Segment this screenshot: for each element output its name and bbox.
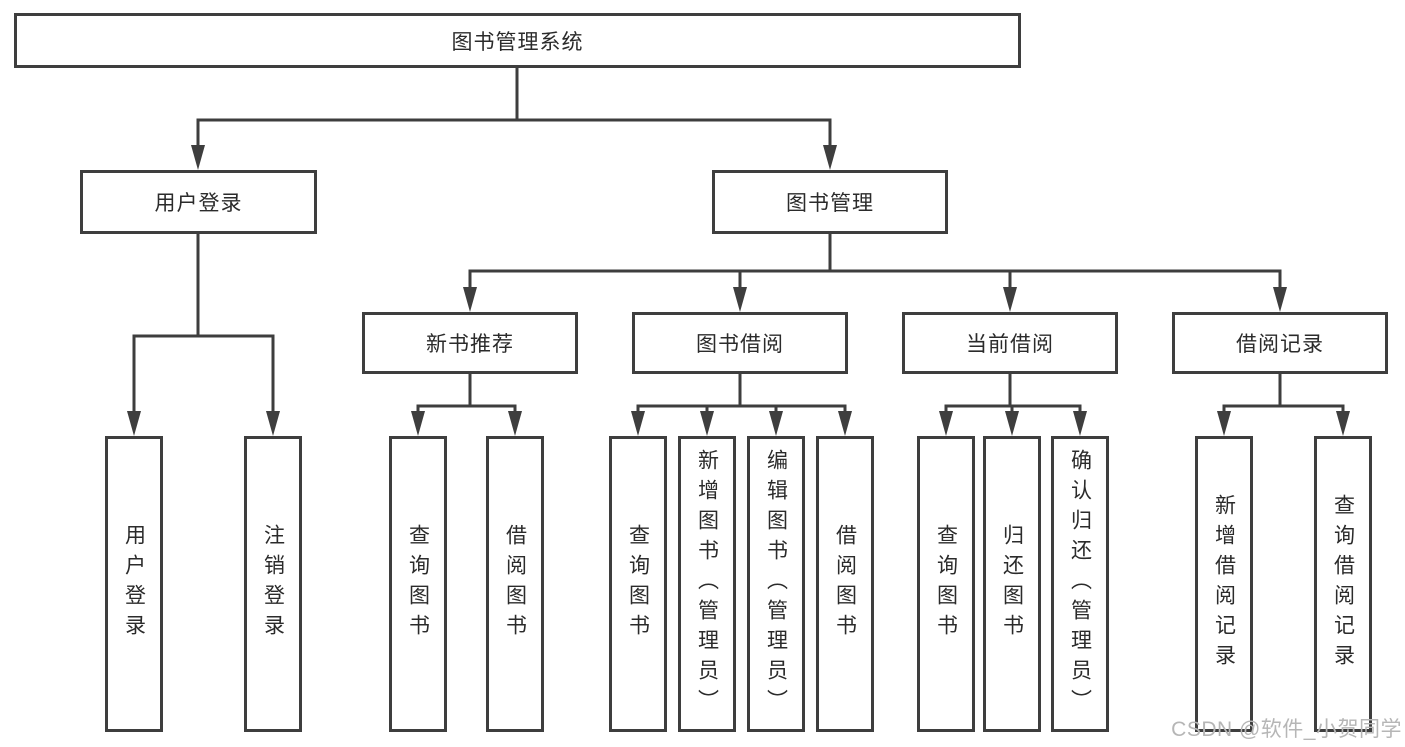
node-label: 查询图书	[406, 524, 430, 644]
leaf-borrow-books-recommend: 借阅图书	[486, 436, 544, 732]
edge-user-login-to-children	[127, 232, 280, 436]
node-label: 借阅记录	[1236, 333, 1324, 356]
edge-root-to-children	[191, 66, 837, 170]
node-label: 归还图书	[1000, 524, 1024, 644]
node-label: 图书管理系统	[451, 30, 584, 54]
node-label: 用户登录	[154, 192, 243, 215]
edge-new-book-recommend-to-children	[411, 372, 522, 436]
leaf-borrow-books: 借阅图书	[816, 436, 874, 732]
leaf-confirm-return-admin: 确认归还（管理员）	[1051, 436, 1109, 732]
leaf-add-book-admin: 新增图书（管理员）	[678, 436, 736, 732]
node-label: 新增图书（管理员）	[695, 449, 719, 719]
node-label: 新增借阅记录	[1212, 494, 1236, 674]
leaf-query-borrow-record: 查询借阅记录	[1314, 436, 1372, 732]
node-label: 查询借阅记录	[1331, 494, 1355, 674]
node-label: 图书管理	[786, 192, 874, 215]
node-label: 查询图书	[626, 524, 650, 644]
node-label: 新书推荐	[426, 333, 514, 356]
leaf-add-borrow-record: 新增借阅记录	[1195, 436, 1253, 732]
node-label: 注销登录	[261, 524, 285, 644]
node-label: 当前借阅	[966, 333, 1054, 356]
node-current-borrow: 当前借阅	[902, 312, 1118, 374]
leaf-query-books-current: 查询图书	[917, 436, 975, 732]
leaf-query-books-borrow: 查询图书	[609, 436, 667, 732]
edge-book-borrow-to-children	[631, 372, 852, 436]
node-label: 借阅图书	[833, 524, 857, 644]
leaf-query-books-recommend: 查询图书	[389, 436, 447, 732]
node-label: 借阅图书	[503, 524, 527, 644]
node-user-login: 用户登录	[80, 170, 317, 234]
csdn-watermark: CSDN @软件_小贺同学	[1171, 718, 1402, 741]
node-label: 编辑图书（管理员）	[764, 449, 788, 719]
leaf-logout: 注销登录	[244, 436, 302, 732]
node-new-book-recommend: 新书推荐	[362, 312, 578, 374]
node-label: 确认归还（管理员）	[1068, 449, 1092, 719]
edge-current-borrow-to-children	[939, 372, 1087, 436]
node-label: 用户登录	[122, 524, 146, 644]
leaf-user-login: 用户登录	[105, 436, 163, 732]
leaf-edit-book-admin: 编辑图书（管理员）	[747, 436, 805, 732]
node-library-management-system: 图书管理系统	[14, 13, 1021, 68]
node-book-management: 图书管理	[712, 170, 948, 234]
edge-borrow-records-to-children	[1217, 372, 1350, 436]
node-borrow-records: 借阅记录	[1172, 312, 1388, 374]
leaf-return-books: 归还图书	[983, 436, 1041, 732]
edge-book-management-to-children	[463, 232, 1287, 312]
node-label: 图书借阅	[696, 333, 784, 356]
node-label: 查询图书	[934, 524, 958, 644]
node-book-borrow: 图书借阅	[632, 312, 848, 374]
